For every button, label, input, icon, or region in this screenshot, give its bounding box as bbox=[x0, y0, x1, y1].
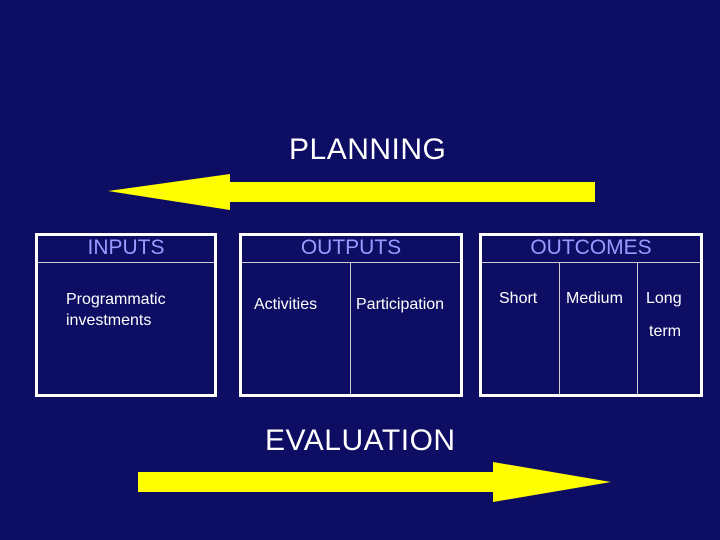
outcomes-long: Long bbox=[646, 290, 682, 307]
outputs-participation: Participation bbox=[356, 296, 445, 313]
outcomes-short: Short bbox=[499, 290, 538, 307]
outcomes-term: term bbox=[649, 323, 681, 340]
outcomes-box: OUTCOMES Short Medium Long term bbox=[479, 233, 703, 397]
outcomes-divider-2 bbox=[637, 263, 638, 394]
planning-arrow bbox=[108, 174, 595, 210]
outputs-activities: Activities bbox=[254, 296, 318, 313]
evaluation-title: EVALUATION bbox=[265, 424, 456, 457]
inputs-header: INPUTS bbox=[38, 236, 214, 263]
outcomes-medium: Medium bbox=[566, 290, 623, 307]
planning-title: PLANNING bbox=[289, 133, 447, 166]
outputs-header: OUTPUTS bbox=[242, 236, 460, 263]
outputs-divider bbox=[350, 263, 351, 394]
evaluation-arrow bbox=[138, 462, 611, 502]
inputs-item: Programmatic investments bbox=[66, 291, 166, 329]
outcomes-divider-1 bbox=[559, 263, 560, 394]
outputs-box: OUTPUTS Activities Participation bbox=[239, 233, 463, 397]
inputs-box: INPUTS Programmatic investments bbox=[35, 233, 217, 397]
outcomes-header: OUTCOMES bbox=[482, 236, 700, 263]
